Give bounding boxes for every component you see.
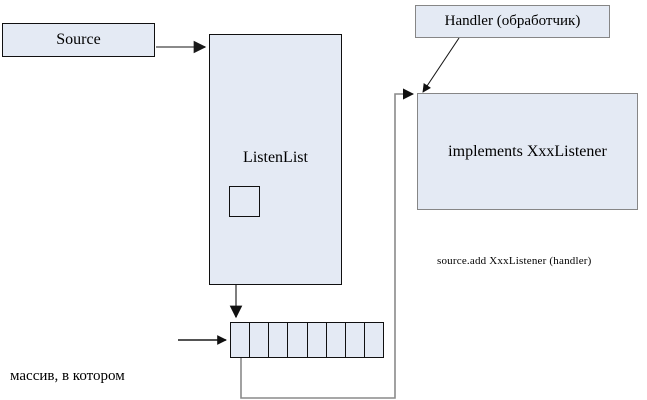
node-source-label: Source xyxy=(56,31,101,48)
array-cell[interactable] xyxy=(345,323,365,357)
array-cells-container[interactable] xyxy=(230,322,384,358)
node-implements[interactable]: implements XxxListener xyxy=(417,93,638,210)
node-inner-slot[interactable] xyxy=(229,186,260,217)
connector-handler-to-implements xyxy=(422,37,460,93)
array-cell[interactable] xyxy=(307,323,327,357)
node-implements-label: implements XxxListener xyxy=(448,142,607,160)
node-handler[interactable]: Handler (обработчик) xyxy=(415,5,610,38)
array-cell[interactable] xyxy=(250,323,270,357)
node-listenlist-label: ListenList xyxy=(243,149,308,166)
array-note-line-1: массив, в котором xyxy=(10,368,125,384)
connector-array-to-implements xyxy=(240,88,415,399)
array-cell[interactable] xyxy=(231,323,251,357)
array-cell[interactable] xyxy=(288,323,308,357)
array-cell[interactable] xyxy=(364,323,383,357)
array-cell[interactable] xyxy=(326,323,346,357)
array-cell[interactable] xyxy=(269,323,289,357)
node-source[interactable]: Source xyxy=(2,23,155,57)
code-note: source.add XxxListener (handler) xyxy=(437,255,592,267)
node-listenlist[interactable]: ListenList xyxy=(209,34,342,285)
node-handler-label: Handler (обработчик) xyxy=(444,13,581,29)
array-note: массив, в котором находиться список объе… xyxy=(10,324,129,400)
